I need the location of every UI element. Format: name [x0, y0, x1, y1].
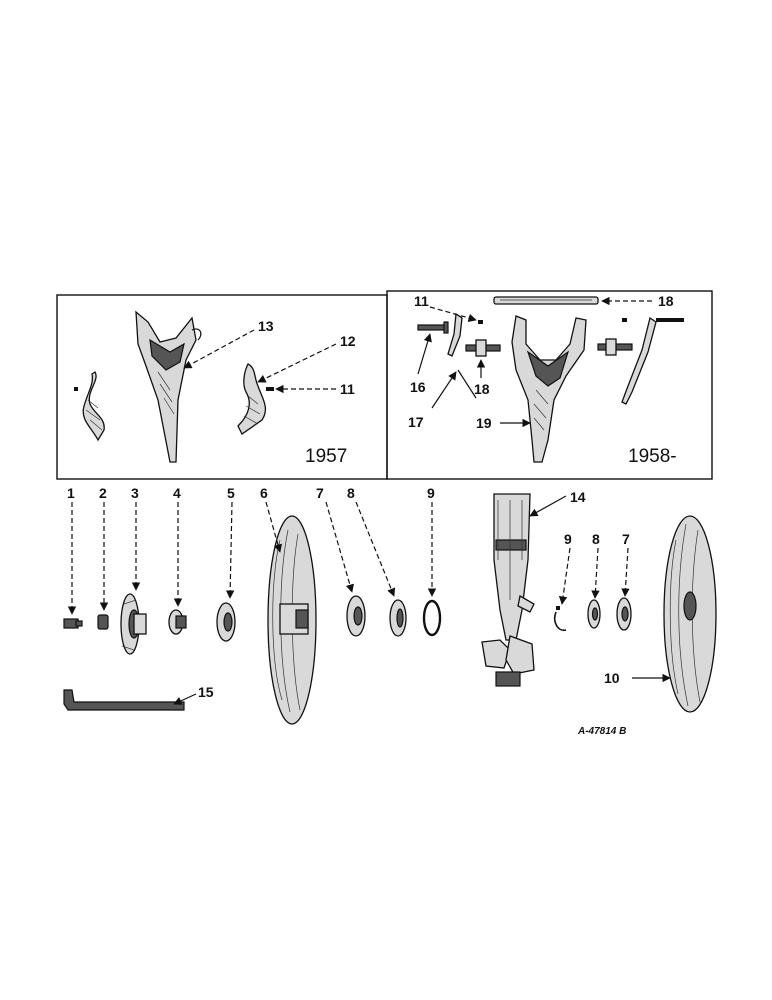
part-8-retainer [389, 599, 407, 637]
callout-7-right: 7 [622, 531, 630, 547]
leader-16 [417, 333, 432, 375]
panel-year-1958: 1958- [628, 446, 677, 467]
bolt-nut-1958-left [465, 339, 501, 357]
part-5-seal [216, 602, 236, 642]
leader-12 [257, 343, 337, 383]
leader-7-right [621, 547, 630, 597]
callout-18-top: 18 [658, 293, 674, 309]
leader-9-right [558, 547, 571, 605]
callout-7: 7 [316, 485, 324, 501]
part-4-bearing [168, 609, 187, 635]
scraper-blade-right-1957 [237, 363, 266, 435]
callout-16: 16 [410, 379, 426, 395]
callout-11-1958: 11 [414, 293, 429, 309]
callout-19: 19 [476, 415, 492, 431]
scraper-blade-1958-left [447, 312, 463, 357]
part-9-ring [422, 599, 442, 637]
rod-top-1958 [493, 296, 599, 305]
callout-8: 8 [347, 485, 355, 501]
part-1-bolt [63, 618, 83, 629]
leader-13 [183, 329, 255, 369]
panel-1958-frame [386, 290, 713, 480]
shank-boot-1957 [135, 310, 202, 463]
callout-9-right: 9 [564, 531, 572, 547]
part-15-wrench [63, 689, 185, 711]
leader-17-tail [457, 369, 477, 399]
part-6-disc [267, 515, 317, 725]
callout-15: 15 [198, 684, 214, 700]
part-9-ring-right [553, 606, 567, 632]
part-7-seal [346, 595, 366, 637]
part-2-nut [97, 614, 109, 630]
leader-11-1958 [429, 306, 477, 322]
callout-12: 12 [340, 333, 356, 349]
part-14-shank-assembly [481, 493, 535, 687]
leader-8 [355, 501, 396, 597]
drawing-code: A-47814 B [577, 726, 626, 737]
part-7-seal-right [616, 597, 632, 631]
callout-8-right: 8 [592, 531, 600, 547]
callout-13: 13 [258, 318, 274, 334]
leader-5 [225, 501, 235, 599]
leader-17 [431, 371, 457, 409]
callout-10: 10 [604, 670, 620, 686]
shank-boot-1958 [511, 315, 587, 463]
scraper-blade-1958-right [621, 316, 657, 405]
screw-1958-right [622, 318, 627, 322]
screw-1958 [478, 320, 483, 324]
callout-17: 17 [408, 414, 424, 430]
leader-15 [173, 693, 197, 705]
panel-year-1957: 1957 [305, 446, 347, 467]
screw-1957 [266, 387, 274, 391]
callout-14: 14 [570, 489, 586, 505]
pin-1958 [417, 321, 449, 334]
long-bolt-1958 [656, 318, 684, 322]
part-3-hub [120, 593, 147, 655]
callout-1: 1 [67, 485, 75, 501]
callout-2: 2 [99, 485, 107, 501]
part-10-disc [663, 515, 717, 713]
callout-5: 5 [227, 485, 235, 501]
callout-3: 3 [131, 485, 139, 501]
scraper-blade-left-1957 [74, 371, 105, 442]
leader-7 [325, 501, 354, 593]
part-8-retainer-right [587, 599, 601, 629]
leader-6 [265, 501, 283, 553]
callout-11-1957: 11 [340, 381, 355, 397]
leader-8-right [591, 547, 600, 599]
bolt-nut-1958-right [597, 338, 633, 356]
callout-9: 9 [427, 485, 435, 501]
leader-14 [529, 495, 567, 517]
callout-18-mid: 18 [474, 381, 490, 397]
callout-6: 6 [260, 485, 268, 501]
callout-4: 4 [173, 485, 181, 501]
